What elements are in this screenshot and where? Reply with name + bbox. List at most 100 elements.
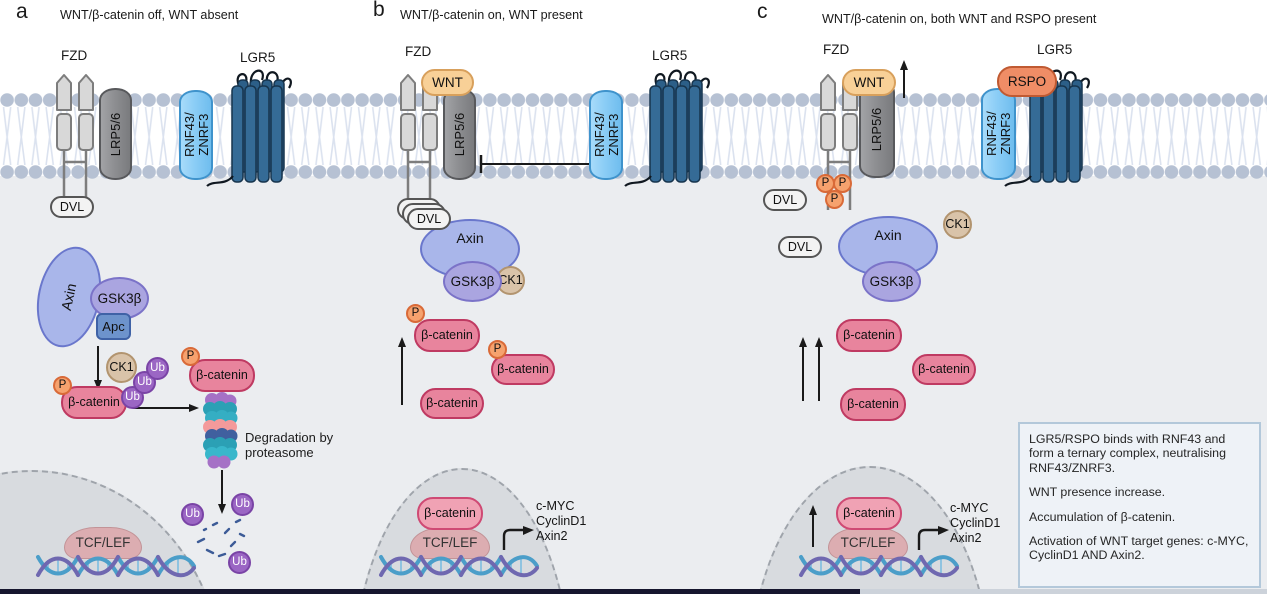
dvl-label: DVL [787, 239, 813, 254]
tcf-lef-c: TCF/LEF [828, 527, 908, 559]
note-box: LGR5/RSPO binds with RNF43 and form a te… [1018, 422, 1261, 588]
axin-label: Axin [456, 230, 484, 246]
phospho-label: P [186, 349, 195, 362]
dna-helix-b [379, 555, 539, 578]
phosphate-c2: P [833, 174, 852, 193]
phosphate-c3: P [825, 190, 844, 209]
beta-catenin-label: β-catenin [918, 362, 970, 377]
ubiquitin-a4: Ub [181, 503, 204, 526]
degradation-label: Degradation by proteasome [245, 430, 334, 461]
gsk3b-label: GSK3β [450, 273, 495, 289]
wnt-ligand-c: WNT [842, 69, 896, 96]
beta-catenin-label: β-catenin [68, 395, 120, 410]
wnt-label: WNT [853, 74, 885, 90]
beta-catenin-label: β-catenin [847, 397, 899, 412]
phosphate-a1: P [53, 376, 72, 395]
ck1-label: CK1 [945, 217, 970, 232]
gene-cmyc: c-MYC [536, 499, 575, 513]
dvl-protein-c1: DVL [763, 189, 807, 211]
up-arrow-c1 [799, 337, 807, 401]
beta-catenin-c1: β-catenin [836, 319, 902, 352]
lrp56-label-c: LRP5/6 [869, 107, 885, 151]
rnf43-label-a: RNF43/ [181, 112, 197, 158]
wnt-label: WNT [432, 74, 463, 90]
ubiquitin-label: Ub [137, 375, 152, 388]
dvl-label: DVL [416, 211, 442, 226]
rnf43-znrf3-receptor-a: RNF43/ ZNRF3 [179, 90, 213, 180]
note-paragraph-2: WNT presence increase. [1029, 485, 1166, 500]
beta-catenin-label: β-catenin [497, 362, 549, 377]
axin-label: Axin [874, 227, 902, 243]
beta-catenin-b3: β-catenin [420, 388, 484, 419]
beta-catenin-nucleus-b: β-catenin [417, 497, 483, 530]
gsk3b-protein-b: GSK3β [443, 261, 502, 302]
rnf43-label-c: RNF43/ [983, 111, 999, 157]
lgr5-label-a: LGR5 [240, 50, 276, 65]
tcf-lef-label: TCF/LEF [75, 535, 131, 551]
protein-debris [196, 518, 246, 558]
lgr5-label-c: LGR5 [1037, 42, 1073, 57]
dvl-protein-a: DVL [50, 196, 94, 218]
gene-axin2: Axin2 [950, 531, 982, 545]
dvl-label: DVL [59, 199, 85, 214]
lrp56-receptor-c: LRP5/6 [859, 80, 895, 178]
ubiquitin-a6: Ub [228, 551, 251, 574]
beta-catenin-label: β-catenin [424, 506, 476, 521]
dna-helix-a [36, 555, 196, 578]
gene-axin2: Axin2 [536, 529, 568, 543]
beta-catenin-label: β-catenin [843, 328, 895, 343]
transcription-arrow-c [917, 526, 949, 550]
ck1-label: CK1 [498, 273, 523, 288]
beta-catenin-label: β-catenin [843, 506, 895, 521]
beta-catenin-a1: β-catenin [61, 386, 127, 419]
beta-catenin-label: β-catenin [421, 328, 473, 343]
ubiquitin-label: Ub [235, 497, 250, 510]
phosphate-a2: P [181, 347, 200, 366]
fzd-label-a: FZD [61, 48, 88, 63]
phospho-label: P [821, 176, 830, 189]
proteasome [203, 392, 238, 469]
target-genes-c: c-MYC CyclinD1 Axin2 [950, 501, 1000, 546]
gsk3b-label: GSK3β [869, 273, 914, 289]
beta-catenin-label: β-catenin [426, 396, 478, 411]
znrf3-label-c: ZNRF3 [997, 113, 1013, 155]
phospho-label: P [838, 176, 847, 189]
lrp56-receptor-b: LRP5/6 [443, 88, 476, 180]
phosphate-b2: P [488, 340, 507, 359]
down-arrow-a2 [218, 470, 226, 514]
ubiquitin-label: Ub [232, 555, 247, 568]
phospho-label: P [58, 378, 67, 391]
wnt-ligand-b: WNT [421, 69, 474, 96]
lgr5-receptor-a [205, 69, 292, 188]
down-arrow-a1 [94, 346, 102, 390]
up-arrow-b [398, 337, 406, 405]
ubiquitin-a3: Ub [146, 357, 169, 380]
panel-title-b: WNT/β-catenin on, WNT present [400, 8, 583, 22]
ck1-protein-c: CK1 [943, 210, 972, 239]
up-arrow-c2 [815, 337, 823, 401]
znrf3-label-a: ZNRF3 [195, 114, 211, 156]
phosphate-b1: P [406, 304, 425, 323]
axin-label: Axin [58, 282, 80, 312]
lgr5-label-b: LGR5 [652, 48, 688, 63]
up-arrow-wnt-c [900, 60, 908, 98]
ck1-label: CK1 [109, 360, 134, 375]
lrp56-label-a: LRP5/6 [108, 112, 123, 156]
fzd-receptor-a [55, 73, 95, 212]
ubiquitin-a5: Ub [231, 493, 254, 516]
ubiquitin-label: Ub [150, 361, 165, 374]
beta-catenin-b2: β-catenin [491, 354, 555, 385]
apc-label: Apc [102, 319, 125, 334]
note-paragraph-3: Accumulation of β-catenin. [1029, 509, 1176, 524]
inhibition-tbar-b [479, 155, 589, 173]
panel-letter-b: b [373, 0, 385, 21]
up-arrow-nucleus-c [809, 505, 817, 547]
rspo-ligand-c: RSPO [997, 66, 1057, 97]
apc-protein-a: Apc [96, 313, 131, 340]
dna-helix-c [799, 555, 959, 578]
panel-title-c: WNT/β-catenin on, both WNT and RSPO pres… [822, 12, 1097, 26]
phospho-label: P [493, 342, 502, 355]
gsk3b-label: GSK3β [97, 290, 142, 306]
lgr5-receptor-b [623, 69, 710, 188]
